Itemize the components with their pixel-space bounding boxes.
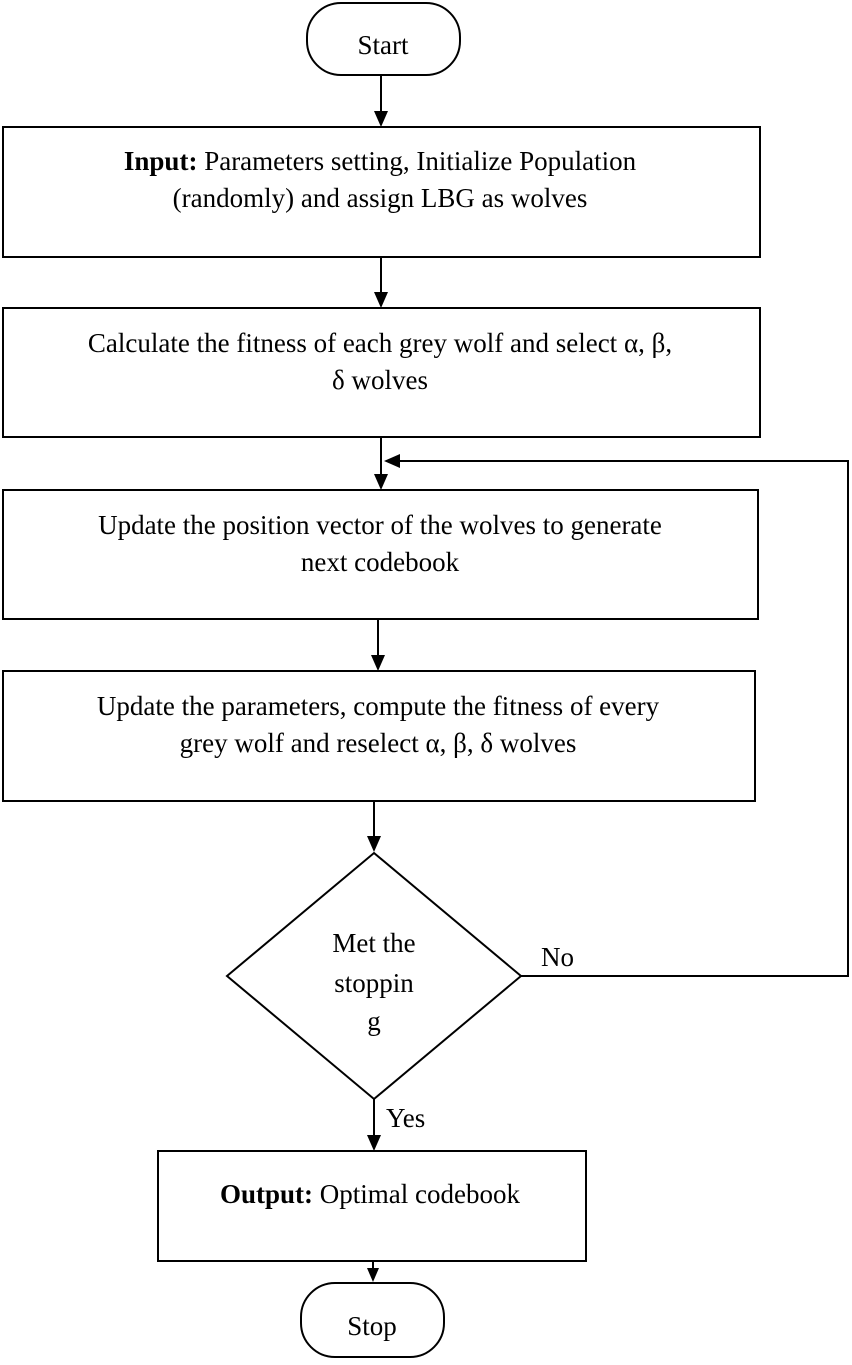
arrow-output-to-stop xyxy=(367,1261,379,1282)
decision-line-1: Met the xyxy=(332,928,415,958)
no-label: No xyxy=(541,942,574,972)
stop-node: Stop xyxy=(300,1282,445,1358)
output-box: Output: Optimal codebook xyxy=(157,1150,587,1262)
yes-label: Yes xyxy=(386,1103,425,1133)
arrow-decision-to-output xyxy=(367,1099,381,1151)
input-text-1: Parameters setting, Initialize Populatio… xyxy=(197,146,636,176)
output-heading: Output: xyxy=(220,1179,313,1209)
decision-line-2: stoppin xyxy=(334,968,414,998)
update-position-line-2: next codebook xyxy=(301,547,460,577)
update-position-box: Update the position vector of the wolves… xyxy=(2,489,759,620)
arrow-update-to-params xyxy=(371,619,385,671)
fitness-line-1: Calculate the fitness of each grey wolf … xyxy=(88,328,672,358)
update-params-box: Update the parameters, compute the fitne… xyxy=(2,670,756,802)
arrow-input-to-fitness xyxy=(374,257,388,308)
fitness-line-2: δ wolves xyxy=(332,365,428,395)
start-label: Start xyxy=(358,30,409,60)
update-params-line-1: Update the parameters, compute the fitne… xyxy=(97,691,660,721)
decision-diamond: Met the stoppin g xyxy=(225,851,523,1101)
fitness-box: Calculate the fitness of each grey wolf … xyxy=(2,307,761,438)
arrow-start-to-input xyxy=(374,75,388,127)
input-line-1: Input: Parameters setting, Initialize Po… xyxy=(124,146,637,176)
update-params-line-2: grey wolf and reselect α, β, δ wolves xyxy=(180,728,577,758)
output-line: Output: Optimal codebook xyxy=(220,1179,520,1209)
input-line-2: (randomly) and assign LBG as wolves xyxy=(173,183,588,213)
input-box: Input: Parameters setting, Initialize Po… xyxy=(2,126,761,258)
decision-line-3: g xyxy=(367,1006,381,1036)
arrow-params-to-decision xyxy=(367,801,381,852)
start-node: Start xyxy=(306,2,461,76)
loop-back-arrow xyxy=(384,454,849,977)
stop-label: Stop xyxy=(347,1311,397,1341)
update-position-line-1: Update the position vector of the wolves… xyxy=(98,510,662,540)
input-heading: Input: xyxy=(124,146,198,176)
output-text: Optimal codebook xyxy=(313,1179,520,1209)
arrow-fitness-to-update xyxy=(374,437,388,490)
